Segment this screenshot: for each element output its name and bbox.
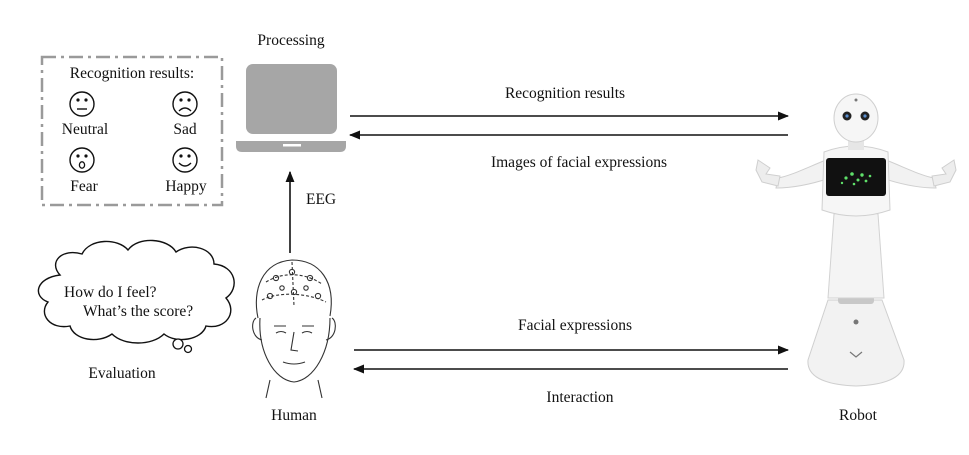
robot-label: Robot: [839, 407, 878, 424]
sad-face-icon: [172, 91, 198, 117]
arrow-label-interaction: Interaction: [546, 389, 613, 406]
human-head-eeg-cap-icon: [252, 259, 336, 399]
recognition-results-title: Recognition results:: [70, 65, 194, 82]
emotion-label-neutral: Neutral: [62, 121, 108, 138]
emotion-label-happy: Happy: [165, 178, 207, 195]
humanoid-robot-icon: [755, 93, 957, 387]
emotion-label-sad: Sad: [173, 121, 197, 138]
emotion-label-fear: Fear: [70, 178, 98, 195]
arrow-label-eeg: EEG: [306, 191, 336, 208]
neutral-face-icon: [69, 91, 95, 117]
happy-face-icon: [172, 147, 198, 173]
thought-cloud-icon: [37, 239, 235, 354]
fear-face-icon: [69, 147, 95, 173]
thought-line-whats-the-score: What’s the score?: [83, 303, 193, 320]
evaluation-label: Evaluation: [88, 365, 155, 382]
arrow-label-images-of-facial-expressions: Images of facial expressions: [491, 154, 667, 171]
recognition-results-box: Recognition results: Neutral Sad Fear: [40, 55, 224, 207]
thought-line-how-do-i-feel: How do I feel?: [64, 284, 157, 301]
processing-label: Processing: [257, 32, 324, 49]
arrow-label-facial-expressions: Facial expressions: [518, 317, 632, 334]
arrow-label-recognition-results: Recognition results: [505, 85, 625, 102]
human-label: Human: [271, 407, 317, 424]
laptop-icon: [236, 64, 346, 152]
